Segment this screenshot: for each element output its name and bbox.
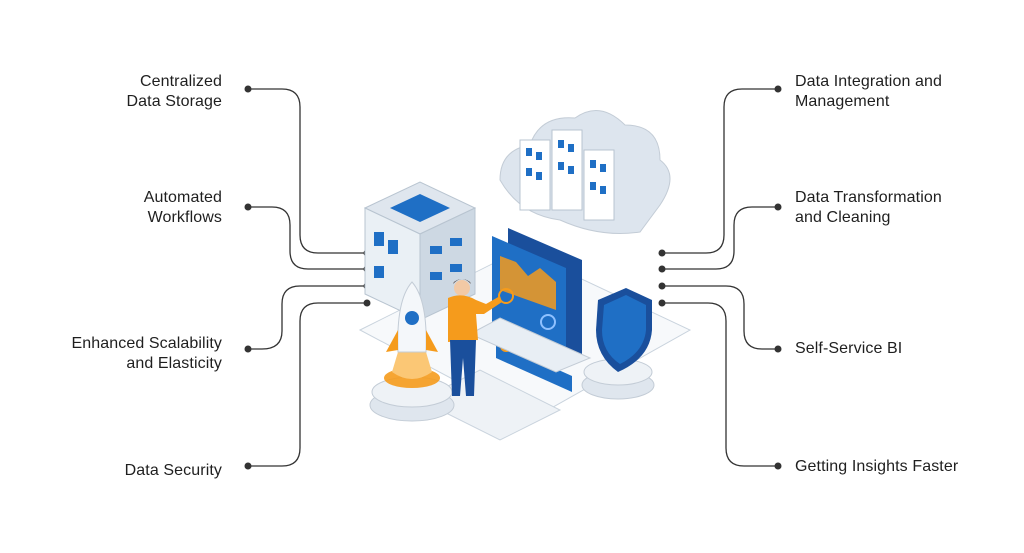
label-centralized-data-storage: Centralized Data Storage	[2, 72, 222, 112]
label-line: Self-Service BI	[795, 340, 903, 357]
rocket-icon	[369, 281, 455, 422]
dot-left-4-outer	[244, 462, 252, 470]
dot-right-4-inner	[658, 299, 666, 307]
dot-left-2-outer	[244, 203, 252, 211]
dot-left-4-inner	[363, 299, 371, 307]
dot-left-1-outer	[244, 85, 252, 93]
connector-right-2	[662, 206, 778, 270]
dot-right-1-outer	[774, 85, 782, 93]
label-line: Automated	[143, 189, 222, 206]
label-line: Data Integration and	[795, 73, 942, 90]
label-enhanced-scalability: Enhanced Scalability and Elasticity	[2, 334, 222, 374]
dot-right-2-outer	[774, 203, 782, 211]
label-line: and Cleaning	[795, 209, 891, 226]
connector-left-2	[248, 206, 367, 270]
dot-left-3-outer	[244, 345, 252, 353]
label-automated-workflows: Automated Workflows	[2, 188, 222, 228]
connector-right-4	[662, 302, 778, 467]
label-data-integration: Data Integration and Management	[795, 72, 1024, 112]
label-getting-insights-faster: Getting Insights Faster	[795, 457, 1024, 477]
label-line: Centralized	[139, 73, 222, 90]
label-line: Enhanced Scalability	[71, 335, 222, 352]
label-self-service-bi: Self-Service BI	[795, 339, 1024, 359]
dot-right-1-inner	[658, 249, 666, 257]
label-line: Workflows	[147, 209, 222, 226]
connector-right-3	[662, 285, 778, 350]
shield-icon	[581, 288, 655, 400]
connector-left-1	[248, 88, 367, 254]
dot-right-2-inner	[658, 265, 666, 273]
label-line: Getting Insights Faster	[795, 458, 959, 475]
label-line: Management	[795, 93, 890, 110]
connector-right-1	[662, 88, 778, 254]
connector-left-4	[248, 302, 367, 467]
label-line: and Elasticity	[126, 355, 222, 372]
person-icon	[448, 279, 502, 396]
dot-right-4-outer	[774, 462, 782, 470]
label-line: Data Transformation	[795, 189, 942, 206]
dot-right-3-outer	[774, 345, 782, 353]
label-line: Data Security	[124, 462, 222, 479]
connector-left-3	[248, 285, 367, 350]
dashboard-screen-icon	[468, 228, 592, 392]
label-data-security: Data Security	[2, 461, 222, 481]
dot-right-3-inner	[658, 282, 666, 290]
cloud-database-icon	[499, 110, 671, 234]
label-line: Data Storage	[126, 93, 222, 110]
label-data-transformation: Data Transformation and Cleaning	[795, 188, 1024, 228]
